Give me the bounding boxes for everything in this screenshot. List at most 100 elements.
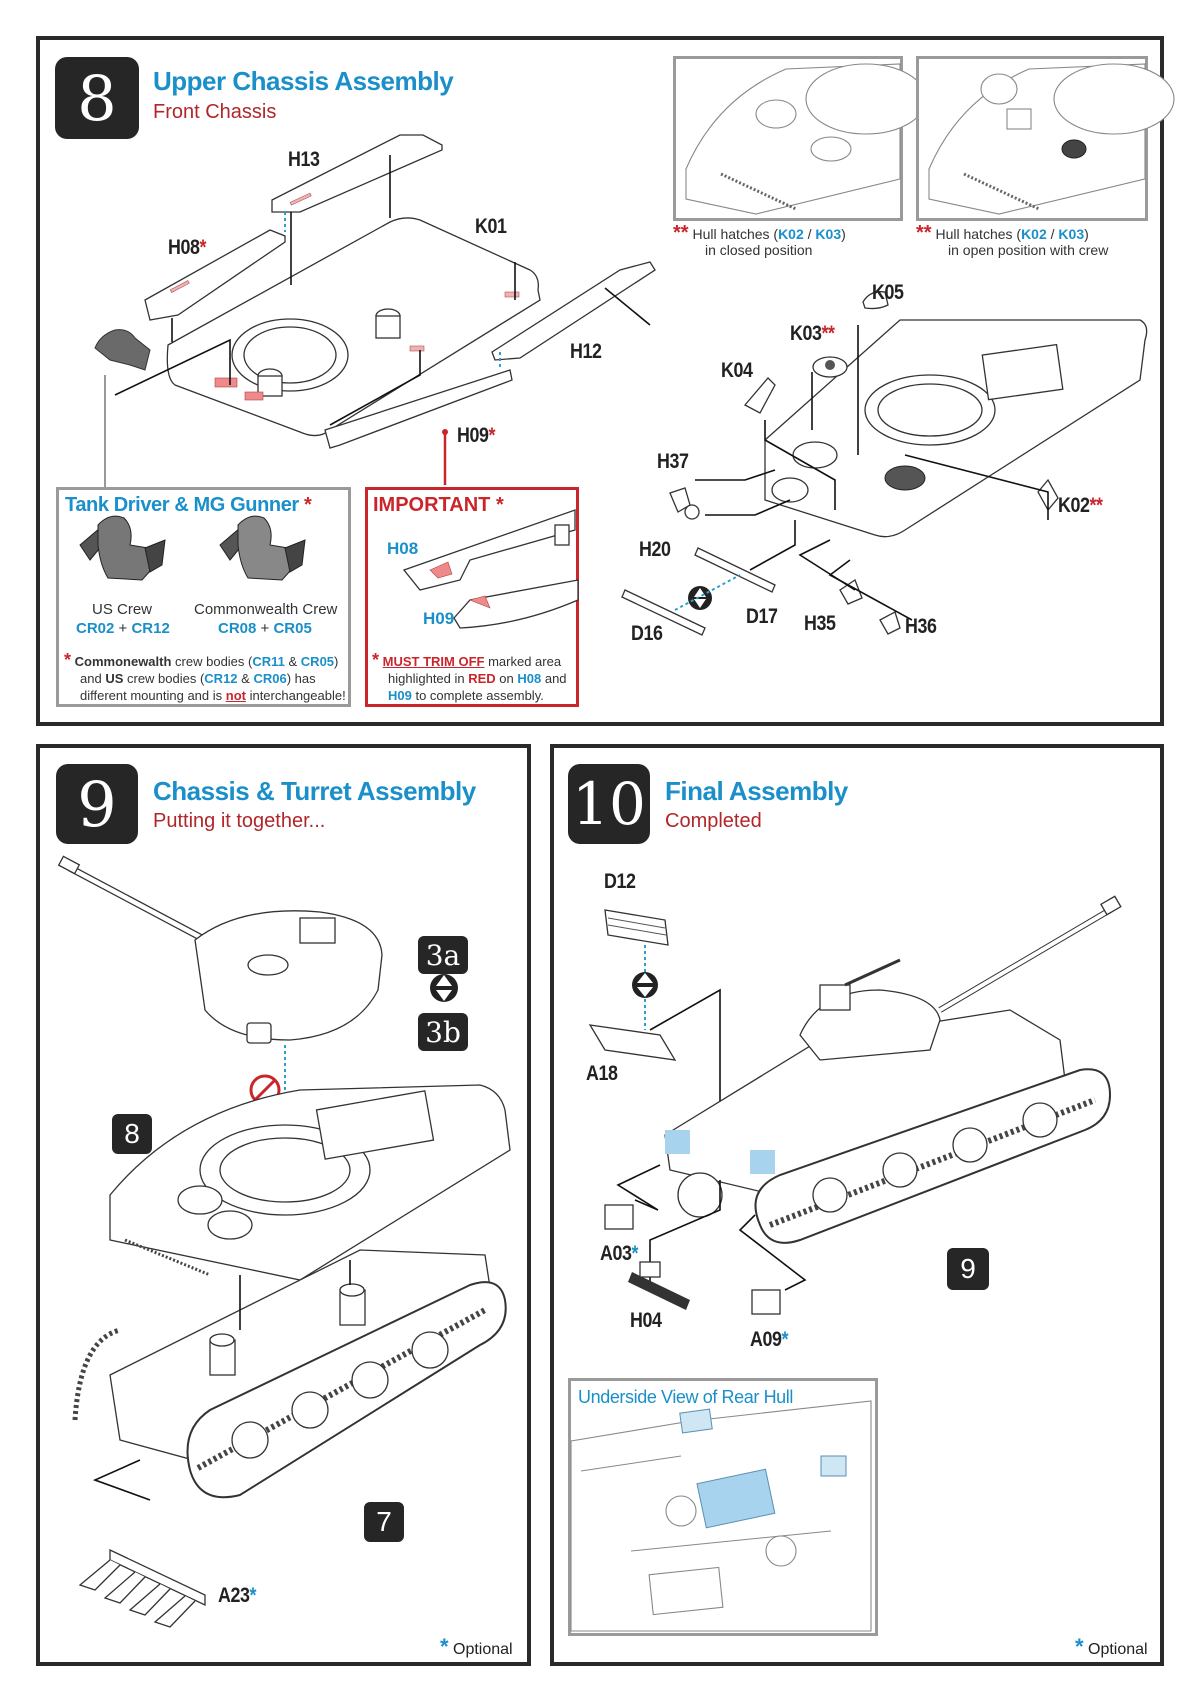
hatches-closed-illustration [685,63,927,215]
step-10-subtitle: Completed [665,810,762,832]
ref-9-text: 9 [960,1253,976,1284]
ref-badge-9: 9 [947,1248,989,1290]
note-text: & [237,671,254,686]
warning-star: * [64,650,72,670]
step-10-title: Final Assembly [665,776,848,806]
part-label-a03-text: A03 [600,1242,632,1265]
ref-badge-7: 7 [364,1502,404,1542]
trim-illustration [402,509,579,629]
part-ref-cr06: CR06 [253,671,287,686]
important-title-text: IMPORTANT [373,494,491,516]
part-ref-k03: K03 [1058,226,1085,242]
ref-badge-3b: 3b [418,1013,468,1051]
optional-star-icon: * [440,1634,449,1659]
warning-star: * [372,650,380,670]
part-label-h20: H20 [639,538,671,561]
part-label-d17: D17 [746,605,778,628]
underside-view-title: Underside View of Rear Hull [578,1387,793,1407]
note-text: & [284,654,301,669]
note-text: ) [334,654,339,669]
step-10-badge: 10 [568,764,650,844]
us-crew-label: US Crew [92,601,153,618]
part-label-h08-text: H08 [168,236,200,259]
step-9-subtitle: Putting it together... [153,810,326,832]
d12-part [604,909,669,946]
part-label-a03: A03* [600,1242,638,1266]
part-ref-k02: K02 [778,226,804,242]
part-label-k01: K01 [475,215,507,238]
part-label-h13: H13 [288,148,320,171]
note-text: ) has [286,671,316,686]
must-trim-off: MUST TRIM OFF [382,654,485,669]
step-8-number: 8 [77,61,117,135]
part-label-d16: D16 [631,622,663,645]
important-h09-label: H09 [423,609,455,628]
part-label-k03-text: K03 [790,322,822,345]
optional-star-icon: * [1075,1634,1084,1659]
step-9-badge: 9 [56,764,138,844]
step-9-number: 9 [77,767,117,841]
note-text: marked area [484,654,562,669]
note-text: highlighted in [388,671,469,686]
caption-line2: in closed position [705,242,813,258]
part-label-a23: A23* [218,1584,256,1608]
optional-star: * [781,1328,789,1351]
ref-8-text: 8 [124,1118,140,1149]
double-star-icon: ** [916,222,932,244]
note-bold: Commonewalth [74,654,172,669]
h04-part [628,1261,690,1310]
part-ref-h09: H09 [388,688,412,703]
note-text: to complete assembly. [411,688,544,703]
swap-option-icon [632,972,658,998]
optional-legend-step9: * Optional [440,1634,513,1660]
a09-part [751,1289,781,1315]
part-label-h12: H12 [570,340,602,363]
part-label-h09-text: H09 [457,424,489,447]
double-star-icon: ** [673,222,689,244]
note-text: crew bodies ( [171,654,253,669]
caption-text: Hull hatches ( [935,226,1022,242]
note-emphasis-not: not [225,688,246,703]
cw-crew-label: Commonwealth Crew [194,601,338,618]
part-label-a18: A18 [586,1062,618,1085]
note-text: different mounting and is [80,688,226,703]
part-label-k05: K05 [872,281,904,304]
warning-star: * [495,494,504,516]
optional-star: * [249,1584,257,1607]
plus-sign: + [256,620,274,637]
us-crew-parts: CR02 + CR12 [76,621,170,637]
a23-part [78,1548,206,1628]
caption-text: ) [1084,226,1089,242]
double-star-icon: ** [1089,494,1103,517]
ref-badge-8: 8 [112,1114,152,1154]
step-8-title: Upper Chassis Assembly [153,66,454,96]
important-h08-label: H08 [387,539,419,558]
chassis-turret-diagram [57,855,511,1628]
caption-sep: / [1046,226,1059,242]
ref-3a-text: 3a [425,938,461,972]
crew-compat-note: * Commonewalth crew bodies (CR11 & CR05)… [64,650,346,704]
part-ref-cr02: CR02 [76,620,115,637]
optional-legend-step10: * Optional [1075,1634,1148,1660]
crew-box-title: Tank Driver & MG Gunner * [65,494,312,517]
step-9-title: Chassis & Turret Assembly [153,776,476,806]
part-label-d12: D12 [604,870,636,893]
step-8-badge: 8 [55,57,139,139]
underside-view-illustration [570,1400,872,1632]
final-assembly-diagram [588,895,1122,1315]
note-text: crew bodies ( [123,671,205,686]
part-label-k03: K03** [790,322,835,346]
caption-text: ) [841,226,846,242]
double-star-icon: ** [821,322,835,345]
part-ref-cr05: CR05 [300,654,335,669]
ref-7-text: 7 [376,1506,392,1537]
crew-figures [79,515,306,581]
trim-instruction: * MUST TRIM OFF marked area highlighted … [372,650,567,704]
part-label-h35: H35 [804,612,836,635]
part-label-a09: A09* [750,1328,788,1352]
important-title: IMPORTANT * [373,494,504,517]
trim-star: * [199,236,207,259]
inset-closed-caption: ** Hull hatches (K02 / K03) in closed po… [673,222,846,258]
commonwealth-crew-figure [219,515,306,581]
a03-part [604,1204,634,1230]
